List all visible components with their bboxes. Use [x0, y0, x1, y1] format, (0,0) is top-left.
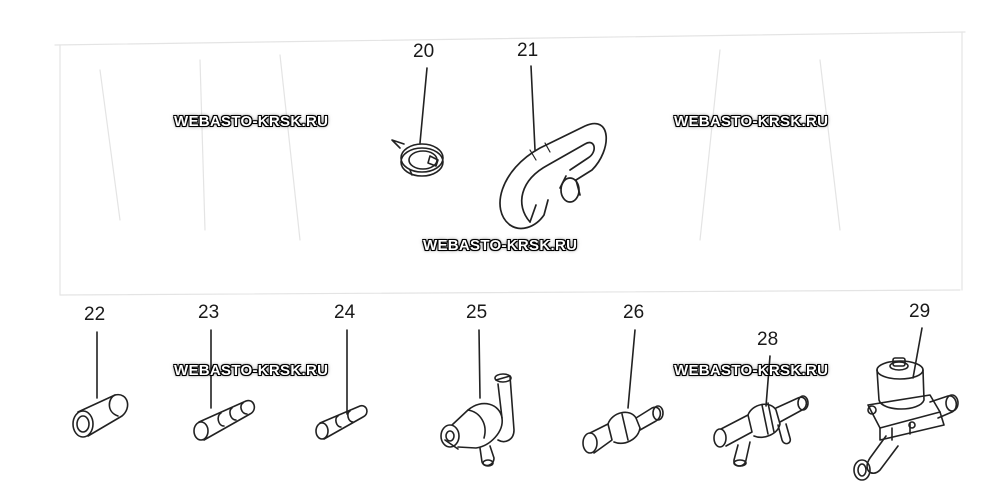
- callout-number: 25: [466, 302, 488, 323]
- watermark-text: WEBASTO-KRSK.RU: [674, 362, 829, 379]
- watermark-text: WEBASTO-KRSK.RU: [423, 237, 578, 254]
- leader-26: [627, 329, 636, 409]
- callout-number: 20: [413, 41, 435, 62]
- leader-25: [478, 329, 481, 399]
- connector-tube-part-23: [193, 399, 256, 441]
- watermark-text: WEBASTO-KRSK.RU: [174, 113, 329, 130]
- callout-number: 28: [757, 329, 779, 350]
- hose-clamp-part-20: [391, 139, 444, 177]
- check-valve-part-26: [582, 405, 664, 454]
- callout-number: 24: [334, 302, 356, 323]
- leader-28: [765, 355, 771, 407]
- hose-sleeve-part-22: [72, 393, 129, 438]
- callout-number: 26: [623, 302, 645, 323]
- watermark-text: WEBASTO-KRSK.RU: [674, 113, 829, 130]
- circulation-pump-part-25: [440, 373, 515, 467]
- callout-number: 21: [517, 40, 539, 61]
- leader-29: [912, 327, 923, 379]
- watermark-text: WEBASTO-KRSK.RU: [174, 362, 329, 379]
- leader-20: [419, 67, 428, 144]
- callout-number: 23: [198, 302, 220, 323]
- background-ghost-lines: [54, 31, 966, 296]
- callout-number: 22: [84, 304, 106, 325]
- t-piece-connector-part-28: [713, 395, 809, 467]
- leader-21: [530, 65, 536, 151]
- leader-lines: [96, 65, 923, 415]
- small-connector-part-24: [315, 404, 368, 440]
- coolant-hose-part-21: [499, 122, 607, 230]
- callout-number: 29: [909, 301, 931, 322]
- solenoid-valve-part-29: [853, 357, 959, 481]
